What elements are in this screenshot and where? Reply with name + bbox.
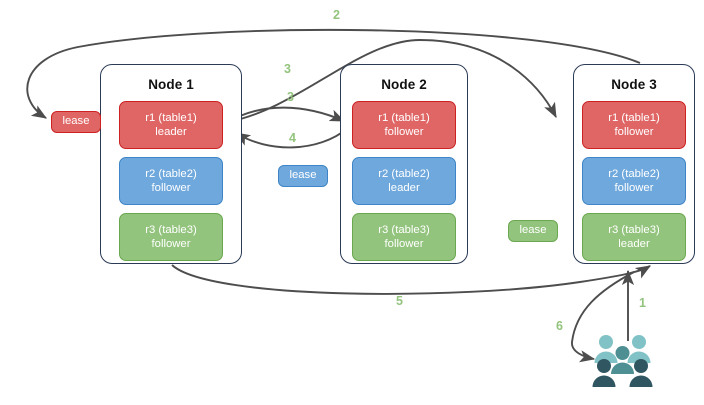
edge-3-path: [227, 106, 346, 123]
replica-role-label: follower: [614, 182, 654, 194]
lease-badge-table2[interactable]: lease: [278, 165, 328, 187]
edge-label-2: 2: [333, 8, 340, 22]
replica-range-label: r1 (table1): [145, 112, 197, 124]
replica-range-label: r3 (table3): [378, 224, 430, 236]
replica-role-label: follower: [151, 182, 191, 194]
replica-range-label: r1 (table1): [378, 112, 430, 124]
replica-range-label: r2 (table2): [608, 168, 660, 180]
replica-n2-r1[interactable]: r1 (table1) follower: [352, 101, 456, 149]
node-card-1[interactable]: Node 1 r1 (table1) leader r2 (table2) fo…: [100, 64, 242, 264]
node-title: Node 3: [611, 77, 657, 92]
replica-role-label: follower: [151, 238, 191, 250]
edge-2-path: [26, 28, 641, 119]
replica-range-label: r2 (table2): [145, 168, 197, 180]
edge-label-1: 1: [639, 296, 646, 310]
replica-n3-r3[interactable]: r3 (table3) leader: [582, 213, 686, 261]
edge-label-4: 4: [289, 131, 296, 145]
users-mid-figure: [611, 346, 634, 374]
replica-range-label: r3 (table3): [608, 224, 660, 236]
edge-4-path: [235, 127, 349, 149]
replica-role-label: follower: [614, 126, 654, 138]
replica-role-label: follower: [384, 238, 424, 250]
node-card-2[interactable]: Node 2 r1 (table1) follower r2 (table2) …: [340, 64, 468, 264]
edge-label-5: 5: [396, 294, 403, 308]
node-title: Node 2: [381, 77, 427, 92]
replica-range-label: r2 (table2): [378, 168, 430, 180]
replica-role-label: leader: [388, 182, 420, 194]
node-card-3[interactable]: Node 3 r1 (table1) follower r2 (table2) …: [573, 64, 695, 264]
replica-range-label: r3 (table3): [145, 224, 197, 236]
replica-n1-r1[interactable]: r1 (table1) leader: [119, 101, 223, 149]
users-icon: [592, 335, 653, 387]
lease-badge-table1[interactable]: lease: [51, 111, 101, 133]
replica-n1-r2[interactable]: r2 (table2) follower: [119, 157, 223, 205]
replica-n3-r1[interactable]: r1 (table1) follower: [582, 101, 686, 149]
lease-badge-table3[interactable]: lease: [508, 220, 558, 242]
replica-role-label: leader: [618, 238, 650, 250]
users-front-row: [592, 359, 653, 387]
node-title: Node 1: [148, 77, 194, 92]
replica-n3-r2[interactable]: r2 (table2) follower: [582, 157, 686, 205]
replica-role-label: follower: [384, 126, 424, 138]
edge-5-path: [171, 264, 651, 295]
edge-label-3-top: 3: [284, 62, 291, 76]
replica-n1-r3[interactable]: r3 (table3) follower: [119, 213, 223, 261]
edge-label-3: 3: [287, 90, 294, 104]
edge-label-6: 6: [556, 319, 563, 333]
edge-6-path: [571, 271, 635, 363]
replica-n2-r3[interactable]: r3 (table3) follower: [352, 213, 456, 261]
replica-role-label: leader: [155, 126, 187, 138]
replica-range-label: r1 (table1): [608, 112, 660, 124]
replica-n2-r2[interactable]: r2 (table2) leader: [352, 157, 456, 205]
edge-3-top-path: [227, 39, 557, 123]
